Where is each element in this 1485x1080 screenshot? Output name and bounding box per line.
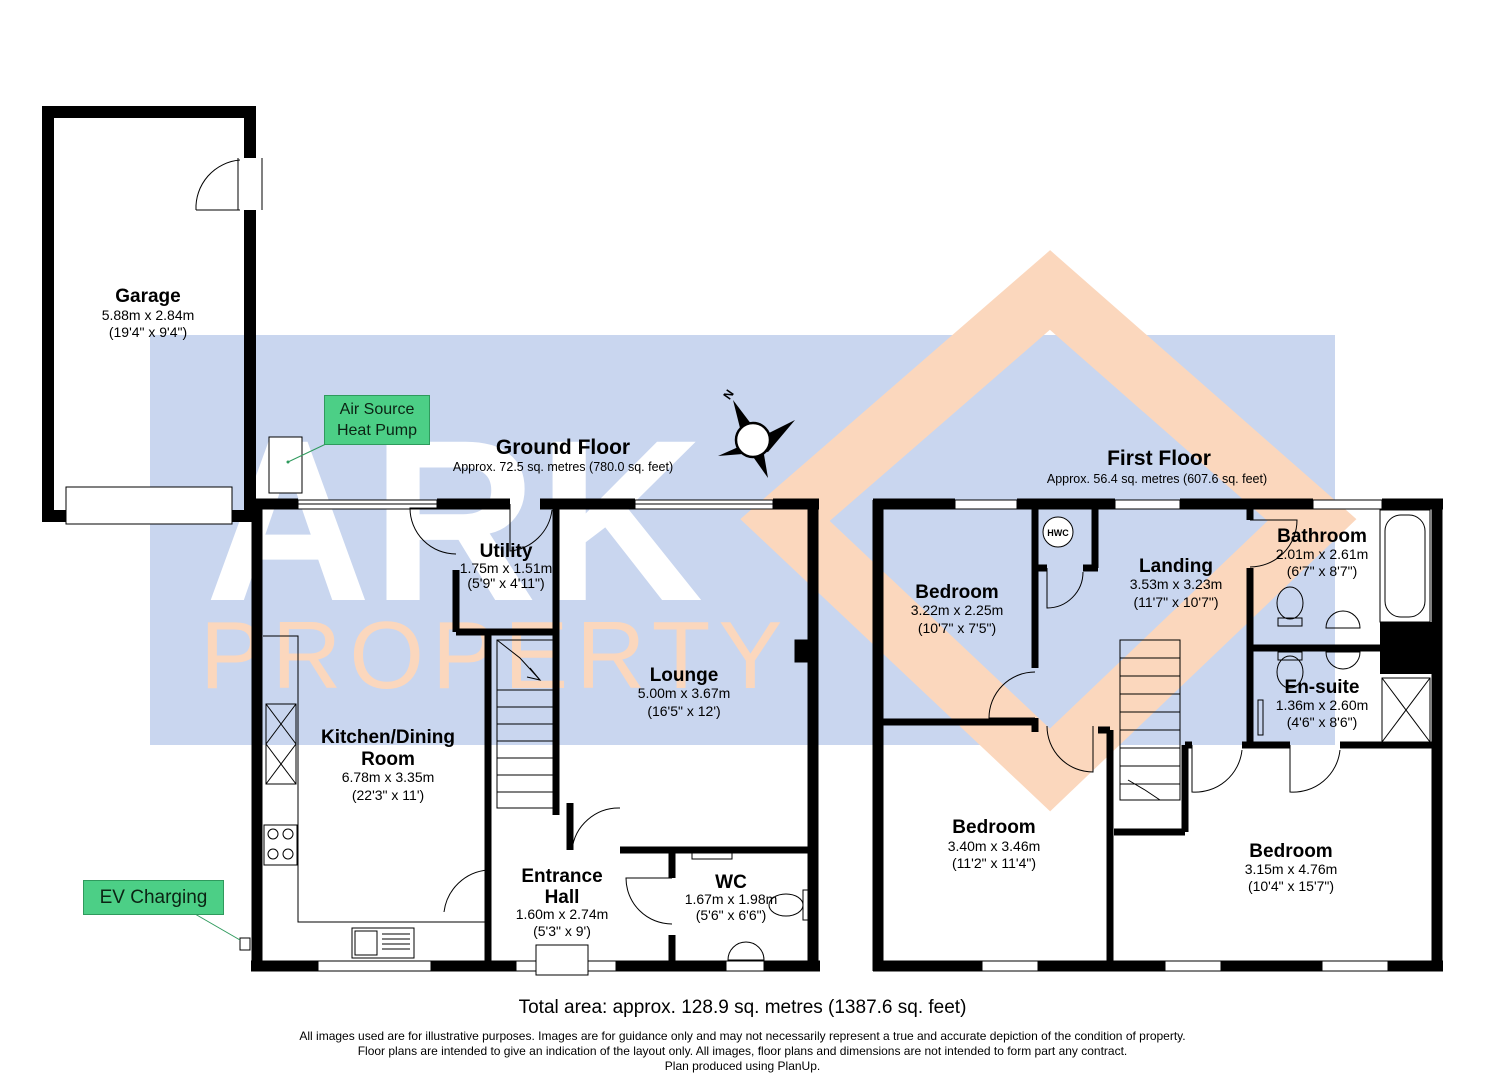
svg-text:(11'7" x 10'7"): (11'7" x 10'7") (1133, 594, 1218, 610)
room-label-bedroom-rear-left: Bedroom 3.40m x 3.46m (11'2" x 11'4") (948, 817, 1041, 871)
room-label-utility: Utility 1.75m x 1.51m (5'9" x 4'11") (460, 541, 553, 591)
svg-text:En-suite: En-suite (1285, 677, 1360, 698)
ark-property-watermark: ARK PROPERTY (150, 250, 1357, 812)
svg-text:(5'3" x 9'): (5'3" x 9') (533, 923, 591, 939)
svg-text:Entrance: Entrance (521, 866, 602, 887)
first-floor-windows (954, 499, 1389, 972)
total-area: Total area: approx. 128.9 sq. metres (13… (518, 997, 967, 1018)
room-label-bedroom-front-left: Bedroom 3.22m x 2.25m (10'7" x 7'5") (911, 582, 1004, 636)
first-floor-inner-walls (882, 504, 1437, 966)
svg-text:(10'7" x 7'5"): (10'7" x 7'5") (918, 620, 996, 636)
svg-text:First Floor: First Floor (1107, 447, 1211, 470)
svg-text:3.22m x 2.25m: 3.22m x 2.25m (911, 602, 1004, 618)
svg-text:Bedroom: Bedroom (915, 582, 998, 603)
svg-text:Room: Room (361, 749, 415, 770)
svg-text:3.40m x 3.46m: 3.40m x 3.46m (948, 838, 1041, 854)
svg-text:(10'4" x 15'7"): (10'4" x 15'7") (1248, 878, 1334, 894)
svg-text:Approx. 72.5 sq. metres (780.0: Approx. 72.5 sq. metres (780.0 sq. feet) (453, 460, 673, 474)
svg-text:(11'2" x 11'4"): (11'2" x 11'4") (952, 855, 1036, 871)
svg-text:HWC: HWC (1047, 528, 1069, 538)
disclaimer: All images used are for illustrative pur… (0, 1029, 1485, 1074)
svg-text:(19'4" x 9'4"): (19'4" x 9'4") (109, 324, 187, 340)
disclaimer-line-2: Floor plans are intended to give an indi… (357, 1044, 1128, 1058)
room-label-garage: Garage 5.88m x 2.84m (19'4" x 9'4") (102, 286, 195, 340)
svg-text:1.75m x 1.51m: 1.75m x 1.51m (460, 560, 553, 576)
svg-text:3.53m x 3.23m: 3.53m x 3.23m (1130, 576, 1223, 592)
svg-text:Hall: Hall (545, 887, 580, 908)
external-units (194, 436, 329, 951)
svg-text:Utility: Utility (480, 541, 533, 562)
room-label-en-suite: En-suite 1.36m x 2.60m (4'6" x 8'6") (1276, 677, 1369, 730)
compass-icon: N (718, 387, 795, 478)
svg-text:(22'3" x 11'): (22'3" x 11') (352, 787, 424, 803)
heat-pump-tag-line1: Air Source (339, 401, 415, 418)
svg-text:(16'5" x 12'): (16'5" x 12') (647, 703, 720, 719)
svg-text:3.15m x 4.76m: 3.15m x 4.76m (1245, 861, 1338, 877)
room-label-wc: WC 1.67m x 1.98m (5'6" x 6'6") (685, 872, 778, 923)
heat-pump-tag-line2: Heat Pump (336, 422, 418, 439)
first-floor-stairs (1119, 639, 1181, 801)
svg-text:(5'6" x 6'6"): (5'6" x 6'6") (696, 907, 767, 923)
svg-text:1.60m x 2.74m: 1.60m x 2.74m (516, 906, 609, 922)
ev-charging-tag: EV Charging (83, 880, 224, 915)
svg-text:1.67m x 1.98m: 1.67m x 1.98m (685, 891, 778, 907)
disclaimer-line-3: Plan produced using PlanUp. (664, 1059, 821, 1073)
room-label-landing: Landing 3.53m x 3.23m (11'7" x 10'7") (1130, 556, 1223, 610)
svg-text:1.36m x 2.60m: 1.36m x 2.60m (1276, 697, 1369, 713)
wc-fittings (691, 852, 814, 961)
room-label-entrance-hall: Entrance Hall 1.60m x 2.74m (5'3" x 9') (516, 866, 609, 939)
svg-text:2.01m x 2.61m: 2.01m x 2.61m (1276, 546, 1369, 562)
room-label-bedroom-rear-right: Bedroom 3.15m x 4.76m (10'4" x 15'7") (1245, 841, 1338, 894)
room-label-lounge: Lounge 5.00m x 3.67m (16'5" x 12') (638, 665, 731, 719)
first-floor-doors: HWC (988, 516, 1341, 793)
ground-floor-stairs (496, 639, 557, 809)
svg-text:Ground Floor: Ground Floor (496, 436, 630, 459)
svg-text:5.88m x 2.84m: 5.88m x 2.84m (102, 307, 195, 323)
ground-floor-doors (409, 504, 814, 925)
bathroom-fittings (1257, 509, 1431, 743)
svg-text:Landing: Landing (1139, 556, 1213, 577)
svg-text:Kitchen/Dining: Kitchen/Dining (321, 727, 455, 748)
ground-floor-windows (297, 499, 774, 976)
room-label-bathroom: Bathroom 2.01m x 2.61m (6'7" x 8'7") (1276, 526, 1369, 579)
room-label-kitchen-dining: Kitchen/Dining Room 6.78m x 3.35m (22'3"… (321, 727, 455, 803)
garage (42, 106, 263, 525)
ground-floor-heading: Ground Floor Approx. 72.5 sq. metres (78… (453, 436, 673, 474)
svg-text:(4'6" x 8'6"): (4'6" x 8'6") (1287, 714, 1358, 730)
svg-text:Lounge: Lounge (650, 665, 719, 686)
heat-pump-tag: Air Source Heat Pump (324, 395, 430, 445)
svg-text:Garage: Garage (115, 286, 180, 307)
svg-text:6.78m x 3.35m: 6.78m x 3.35m (342, 769, 435, 785)
chimney-stack (1380, 622, 1437, 674)
svg-text:(5'9" x 4'11"): (5'9" x 4'11") (467, 575, 544, 591)
svg-text:5.00m x 3.67m: 5.00m x 3.67m (638, 685, 731, 701)
kitchen-worktop (263, 635, 488, 959)
svg-text:WC: WC (715, 872, 747, 893)
disclaimer-line-1: All images used are for illustrative pur… (299, 1029, 1186, 1043)
svg-text:Bedroom: Bedroom (1249, 841, 1332, 862)
svg-text:Approx. 56.4 sq. metres (607.6: Approx. 56.4 sq. metres (607.6 sq. feet) (1047, 472, 1267, 486)
svg-text:(6'7" x 8'7"): (6'7" x 8'7") (1287, 563, 1358, 579)
svg-text:Bedroom: Bedroom (952, 817, 1035, 838)
first-floor-heading: First Floor Approx. 56.4 sq. metres (607… (1047, 447, 1267, 486)
svg-text:Bathroom: Bathroom (1277, 526, 1367, 547)
